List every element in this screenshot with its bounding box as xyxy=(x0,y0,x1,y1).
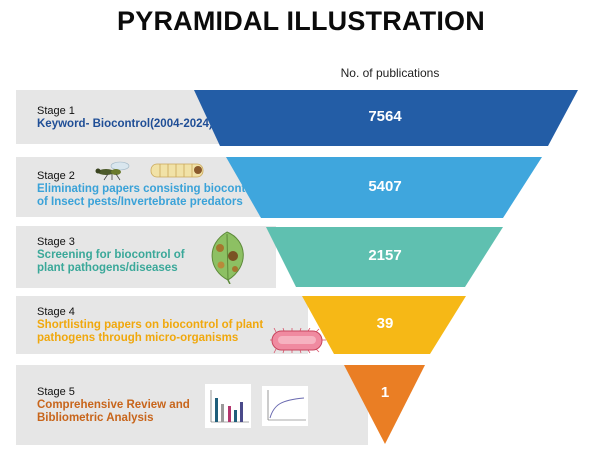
diagram-title: PYRAMIDAL ILLUSTRATION xyxy=(117,6,485,36)
stage-1-description: Keyword- Biocontrol(2004-2024) xyxy=(37,118,213,130)
caterpillar-icon xyxy=(150,163,204,178)
stage-5-label: Stage 5 xyxy=(37,386,75,398)
bacterium-icon xyxy=(270,328,326,354)
column-header: No. of publications xyxy=(340,66,440,80)
stage-3-label: Stage 3 xyxy=(37,236,75,248)
funnel-segment-2 xyxy=(226,157,542,218)
wasp-icon xyxy=(95,161,130,181)
stage-3-value: 2157 xyxy=(368,247,402,264)
diseased-leaf-icon xyxy=(211,231,244,284)
stage-5-value: 1 xyxy=(380,384,390,401)
stage-1-text: Stage 1 Keyword- Biocontrol(2004-2024) xyxy=(37,105,213,131)
funnel-segment-3 xyxy=(266,227,503,287)
bar-chart-thumbnail xyxy=(205,384,251,428)
stage-4-description: Shortlisting papers on biocontrol of pla… xyxy=(37,319,264,344)
stage-2-label: Stage 2 xyxy=(37,170,75,182)
stage-4-row xyxy=(16,296,308,354)
line-chart-thumbnail xyxy=(262,386,308,426)
stage-5-row xyxy=(16,365,368,445)
stage-2-row xyxy=(16,157,266,217)
stage-4-text: Stage 4 Shortlisting papers on biocontro… xyxy=(37,306,263,345)
stage-2-text: Stage 2 Eliminating papers consisting bi… xyxy=(37,170,260,209)
stage-5-description: Comprehensive Review and Bibliometric An… xyxy=(37,399,190,424)
funnel-segment-1 xyxy=(194,90,578,146)
stage-3-text: Stage 3 Screening for biocontrol of plan… xyxy=(37,236,185,275)
stage-2-value: 5407 xyxy=(368,178,402,195)
stage-1-value: 7564 xyxy=(368,108,402,125)
stage-5-text: Stage 5 Comprehensive Review and Bibliom… xyxy=(37,386,190,425)
stage-1-label: Stage 1 xyxy=(37,105,75,117)
stage-3-description: Screening for biocontrol of plant pathog… xyxy=(37,249,185,274)
stage-4-value: 39 xyxy=(376,315,394,332)
stage-4-label: Stage 4 xyxy=(37,306,75,318)
funnel-segment-4 xyxy=(302,296,466,354)
funnel-segment-5 xyxy=(344,365,425,444)
